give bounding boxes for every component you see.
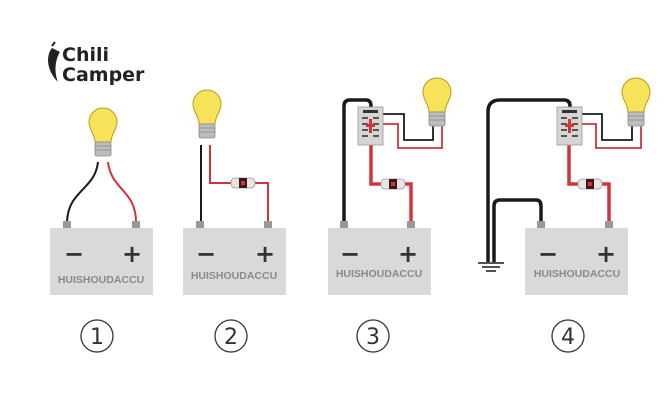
diagram-3: − + HUISHOUDACCU 3 [328,69,468,353]
bulb-icon [176,81,238,143]
diagram-1: − + HUISHOUDACCU 1 [50,99,153,353]
plus-sign: + [596,240,616,268]
fuse-icon [380,178,406,190]
battery-label: HUISHOUDACCU [534,268,620,280]
plus-sign: + [122,240,142,268]
minus-sign: − [538,240,558,268]
minus-sign: − [64,240,84,268]
diagram-number: 3 [366,325,380,350]
minus-sign: − [196,240,216,268]
diagram-number: 1 [90,325,104,350]
battery-label: HUISHOUDACCU [336,268,422,280]
bulb-icon [406,69,468,131]
diagram-number: 4 [561,325,575,350]
battery [50,228,153,295]
battery-label: HUISHOUDACCU [58,274,144,286]
fuse-block-icon [357,106,384,146]
logo: Chili Camper [48,41,145,86]
chili-icon [48,48,60,82]
bulb-icon [72,99,134,161]
diagram-number: 2 [224,325,238,350]
plus-sign: + [255,240,275,268]
logo-line2: Camper [62,64,145,86]
battery [525,228,628,295]
battery [328,228,431,295]
diagram-2: − + HUISHOUDACCU 2 [176,81,286,353]
battery-label: HUISHOUDACCU [191,270,277,282]
fuse-icon [577,178,603,190]
fuse-block-icon [556,106,583,146]
logo-line1: Chili [62,44,109,66]
ground-icon [478,262,504,272]
battery [183,228,286,295]
diagram-4: − + HUISHOUDACCU 4 [478,69,667,353]
bulb-icon [605,69,667,131]
minus-sign: − [340,240,360,268]
fuse-icon [230,177,256,189]
plus-sign: + [398,240,418,268]
